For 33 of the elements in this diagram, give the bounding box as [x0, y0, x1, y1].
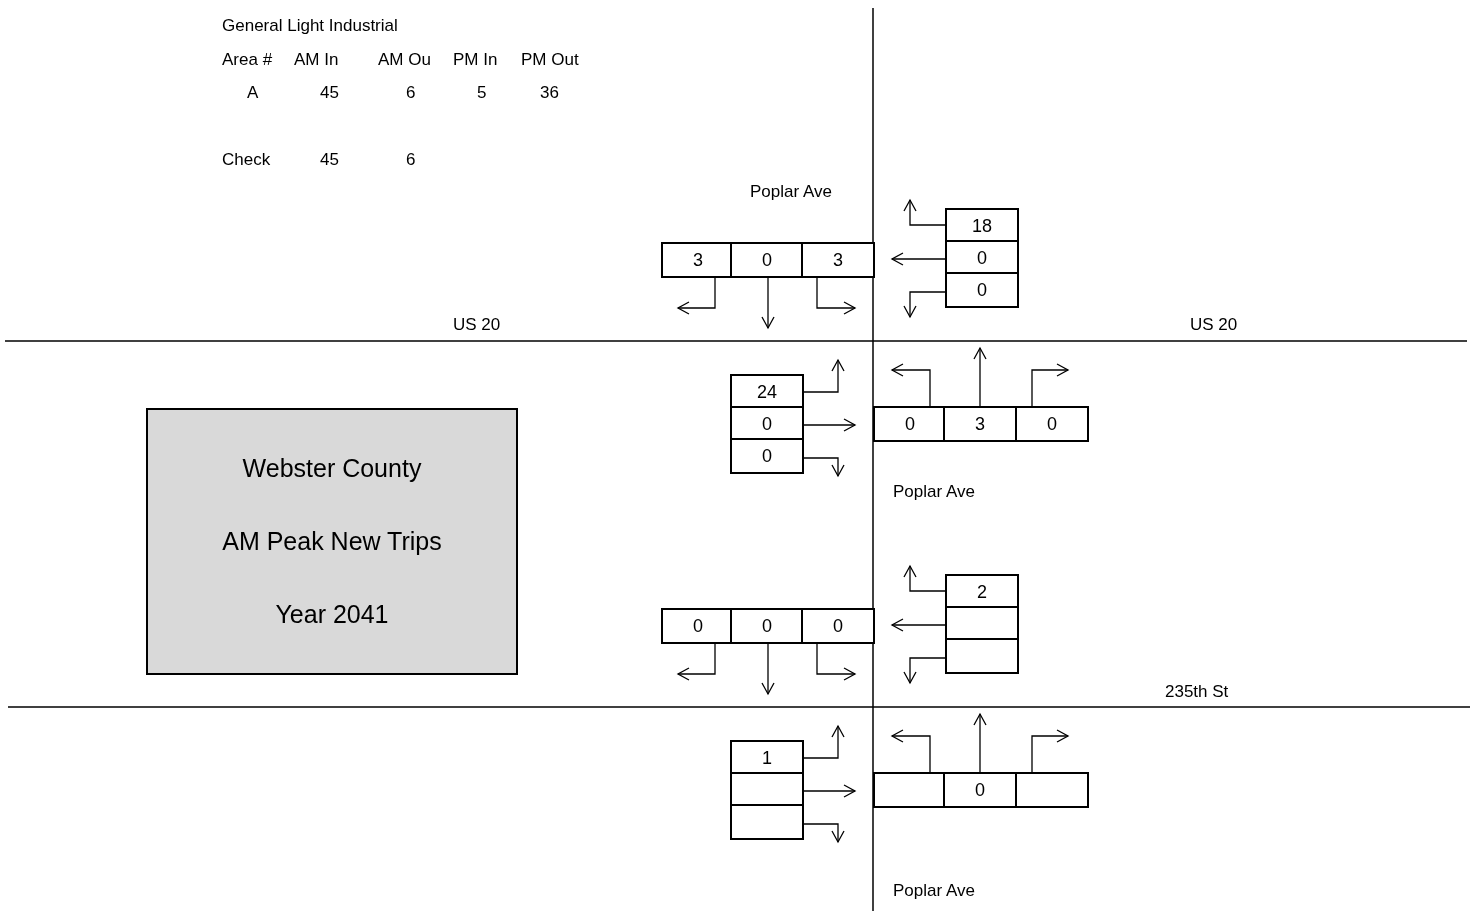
street-name: Poplar Ave [893, 481, 975, 503]
volume-cell: 0 [730, 242, 804, 278]
street-name: Poplar Ave [893, 880, 975, 902]
table-heading: General Light Industrial [222, 15, 398, 37]
street-name: US 20 [1190, 314, 1238, 336]
table-text: PM In [453, 49, 498, 71]
volume-cell: 3 [943, 406, 1017, 442]
table-text: 5 [477, 82, 487, 104]
table-text: AM Ou [378, 49, 431, 71]
table-text: Check [222, 149, 271, 171]
title-box [146, 408, 518, 675]
street-name: Poplar Ave [750, 181, 832, 203]
table-text: AM In [294, 49, 339, 71]
volume-cell: 0 [801, 608, 875, 644]
table-text: 45 [320, 82, 339, 104]
volume-cell: 0 [1015, 406, 1089, 442]
volume-cell: 3 [801, 242, 875, 278]
table-text: 45 [320, 149, 339, 171]
street-name: 235th St [1165, 681, 1229, 703]
volume-cell: 0 [945, 272, 1019, 308]
title-text: Year 2041 [275, 600, 389, 629]
table-text: PM Out [521, 49, 579, 71]
volume-cell: 0 [943, 772, 1017, 808]
table-text: 36 [540, 82, 559, 104]
volume-cell: 0 [730, 608, 804, 644]
table-text: 6 [406, 82, 416, 104]
street-name: US 20 [453, 314, 501, 336]
volume-cell: 0 [730, 438, 804, 474]
table-text: 6 [406, 149, 416, 171]
table-text: A [247, 82, 259, 104]
title-text: AM Peak New Trips [222, 527, 442, 556]
title-text: Webster County [242, 454, 422, 483]
table-text: Area # [222, 49, 273, 71]
